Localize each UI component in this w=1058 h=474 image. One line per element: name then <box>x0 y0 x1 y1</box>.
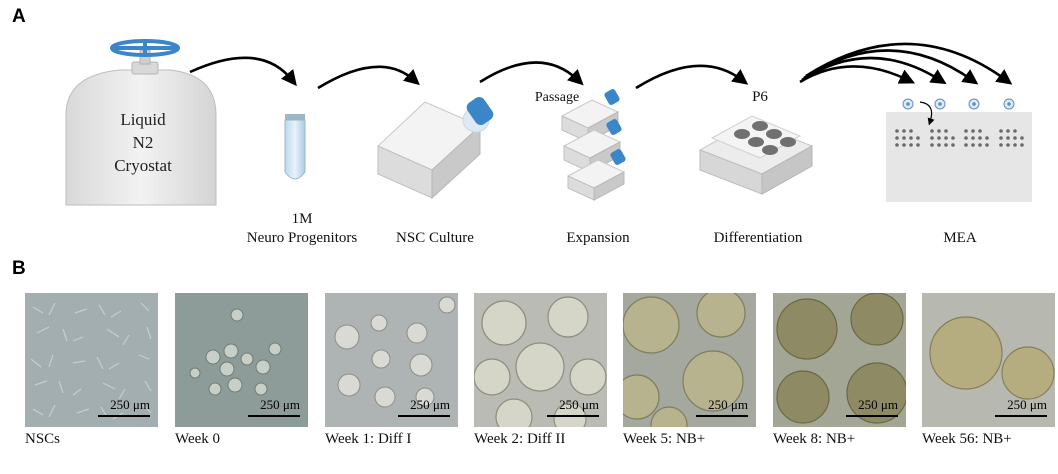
scale-bar <box>398 415 450 417</box>
panel-a-label: A <box>12 6 26 27</box>
micrograph-nscs: 250 μm <box>25 293 158 427</box>
flask-label: NSC Culture <box>396 230 474 246</box>
micrograph-week-8: 250 μm <box>773 293 906 427</box>
panel-b-label: B <box>12 258 26 279</box>
expansion-label: Expansion <box>566 230 630 246</box>
micrograph-image <box>25 293 158 427</box>
scale-bar-label: 250 μm <box>260 397 300 412</box>
mea-label: MEA <box>943 230 977 246</box>
workflow-diagram <box>65 39 1032 206</box>
p6-label: P6 <box>752 89 768 105</box>
tube-label-line-1: 1M <box>291 211 313 227</box>
micrograph-week-5: 250 μm <box>623 293 756 427</box>
micrograph-image <box>175 293 308 427</box>
scale-bar-label: 250 μm <box>708 397 748 412</box>
micrograph-image <box>623 293 756 427</box>
arrow-plate-to-mea-3 <box>803 49 979 85</box>
micrograph-image <box>474 293 607 427</box>
scale-bar <box>248 415 300 417</box>
valve-handle-icon <box>110 39 180 57</box>
cryostat-label-line-1: Liquid <box>120 110 166 129</box>
arrow-tube-to-flask <box>317 65 420 90</box>
scale-bar <box>547 415 599 417</box>
scale-bar-label: 250 μm <box>559 397 599 412</box>
micrograph-week-0: 250 μm <box>175 293 308 427</box>
cryostat-label: Liquid N2 Cryostat <box>90 108 196 177</box>
micrograph-week-56: 250 μm <box>922 293 1055 427</box>
arrow-plate-to-mea-1 <box>799 65 916 84</box>
arrow-flask-to-expansion <box>479 61 584 86</box>
culture-flask-icon <box>377 96 494 200</box>
scale-bar-label: 250 μm <box>858 397 898 412</box>
tube-icon <box>284 114 306 180</box>
caption-week-1: Week 1: Diff I <box>325 431 412 447</box>
expansion-flasks-icon <box>560 89 626 201</box>
process-arrows <box>189 42 1013 90</box>
caption-week-5: Week 5: NB+ <box>623 431 706 447</box>
micrograph-image <box>773 293 906 427</box>
differentiation-label: Differentiation <box>713 230 803 246</box>
scale-bar-label: 250 μm <box>1007 397 1047 412</box>
passage-label: Passage <box>534 90 580 105</box>
mea-chip-icon <box>886 98 1032 202</box>
caption-week-0: Week 0 <box>175 431 221 447</box>
scale-bar <box>98 415 150 417</box>
arrow-plate-to-mea-4 <box>805 42 1013 85</box>
caption-nscs: NSCs <box>25 431 61 447</box>
arrow-cryostat-to-tube <box>189 56 297 87</box>
well-plate-icon <box>698 115 814 195</box>
scale-bar <box>696 415 748 417</box>
arrow-expansion-to-plate <box>635 64 749 90</box>
cryostat-label-line-3: Cryostat <box>114 156 172 175</box>
micrograph-week-2: 250 μm <box>474 293 607 427</box>
cryostat-label-line-2: N2 <box>132 133 154 152</box>
organoid-spheres-icon <box>902 98 1015 110</box>
caption-week-8: Week 8: NB+ <box>773 431 856 447</box>
tube-label-line-2: Neuro Progenitors <box>246 230 358 246</box>
micrograph-week-1: 250 μm <box>325 293 458 427</box>
micrograph-image <box>325 293 458 427</box>
scale-bar <box>995 415 1047 417</box>
scale-bar <box>846 415 898 417</box>
micrograph-image <box>922 293 1055 427</box>
tube-label: 1M Neuro Progenitors <box>232 210 372 248</box>
scale-bar-label: 250 μm <box>410 397 450 412</box>
caption-week-2: Week 2: Diff II <box>474 431 566 447</box>
scale-bar-label: 250 μm <box>110 397 150 412</box>
caption-week-56: Week 56: NB+ <box>922 431 1012 447</box>
cryostat-icon <box>65 39 217 206</box>
